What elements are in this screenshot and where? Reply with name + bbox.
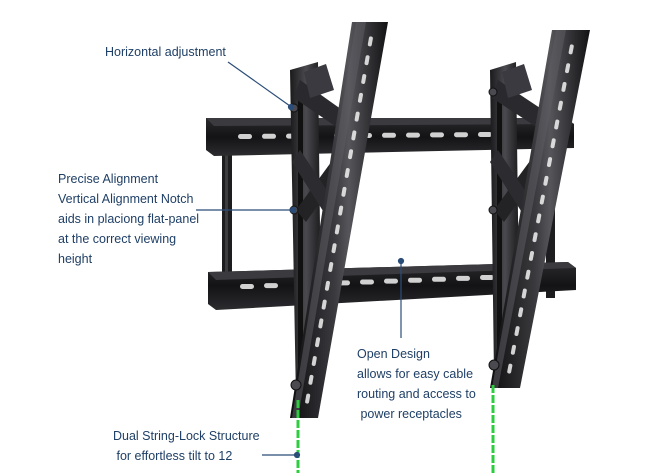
mount-slot xyxy=(344,168,350,178)
callout-line: allows for easy cable xyxy=(357,367,474,381)
leader-lines xyxy=(196,61,405,459)
mount-slot xyxy=(456,275,470,281)
callout-line: Open Design xyxy=(357,347,430,361)
bolt xyxy=(488,87,498,97)
right-rail-slots xyxy=(507,44,574,374)
callout-line: Horizontal adjustment xyxy=(105,45,226,59)
callout-string-lock: Dual String-Lock Structure for effortles… xyxy=(113,426,260,466)
callout-line: routing and access to xyxy=(357,387,476,401)
callout-alignment-notch: Precise Alignment Vertical Alignment Not… xyxy=(58,169,199,269)
bolt xyxy=(488,359,500,371)
mount-slot xyxy=(454,132,468,138)
mount-slot xyxy=(311,356,317,366)
mount-slot xyxy=(510,344,516,355)
mount-slot xyxy=(568,44,574,55)
mount-slot xyxy=(550,138,556,149)
mount-slot xyxy=(364,55,370,66)
callout-line: at the correct viewing xyxy=(58,232,177,246)
mount-slot xyxy=(321,299,327,310)
left-rail-slots xyxy=(305,36,373,404)
mount-slot xyxy=(341,186,347,197)
mount-slot xyxy=(521,288,527,299)
mount-slot xyxy=(430,132,444,138)
mount-slot xyxy=(305,393,311,404)
mount-slot xyxy=(528,250,535,261)
mount-slot xyxy=(324,280,330,291)
callout-open-design: Open Design allows for easy cable routin… xyxy=(357,344,476,424)
right-bracket xyxy=(490,30,590,388)
mount-slot xyxy=(361,74,367,84)
mount-slot xyxy=(408,277,422,283)
left-bracket xyxy=(290,22,388,418)
mount-slot xyxy=(507,363,513,374)
pull-strings xyxy=(296,385,495,473)
mount-slot xyxy=(238,134,252,139)
mount-slot xyxy=(565,63,571,74)
mount-slot xyxy=(532,232,538,243)
mount-slot xyxy=(367,36,373,47)
mount-slot xyxy=(331,243,337,254)
mount-slot xyxy=(546,157,553,168)
mount-slot xyxy=(554,119,560,130)
callout-line: aids in placiong flat-panel xyxy=(58,212,200,226)
callout-line: Dual String-Lock Structure xyxy=(113,429,260,443)
mount-slot xyxy=(432,276,446,282)
mount-slot xyxy=(384,278,398,284)
mount-slot xyxy=(328,262,334,272)
mount-slot xyxy=(406,132,420,138)
callout-line: for effortless tilt to 12 xyxy=(113,449,233,463)
mount-slot xyxy=(518,307,524,318)
callout-line: height xyxy=(58,252,93,266)
mount-slot xyxy=(240,284,254,289)
mount-slot xyxy=(262,133,276,139)
mount-slot xyxy=(318,318,324,329)
bolt xyxy=(488,205,498,215)
mount-slot xyxy=(557,100,563,111)
mount-slot xyxy=(539,194,545,205)
callout-line: Vertical Alignment Notch xyxy=(58,192,194,206)
bolt xyxy=(290,379,302,391)
mount-slot xyxy=(478,132,492,137)
mount-slot xyxy=(525,269,531,280)
callout-horizontal-adjustment: Horizontal adjustment xyxy=(105,42,226,62)
bottom-rail-slots xyxy=(240,275,494,289)
mount-slot xyxy=(348,149,354,160)
right-tilt-linkage xyxy=(492,80,546,128)
leader-horizontal-adjustment xyxy=(227,61,291,107)
callout-line: power receptacles xyxy=(357,407,462,421)
mount-slot xyxy=(338,205,344,216)
mount-slot xyxy=(315,337,321,348)
mount-slot xyxy=(357,92,363,103)
mount-slot xyxy=(264,283,278,289)
mount-slot xyxy=(308,374,314,385)
mount-slot xyxy=(514,326,520,337)
mount-slot xyxy=(561,81,567,92)
mount-slot xyxy=(480,275,494,280)
mount-slot xyxy=(382,132,396,138)
callout-line: Precise Alignment xyxy=(58,172,159,186)
mount-slot xyxy=(351,130,357,141)
left-tilt-linkage xyxy=(294,80,345,128)
mount-slot xyxy=(543,175,549,186)
mount-slot xyxy=(354,111,360,122)
mount-slot xyxy=(360,279,374,285)
mount-slot xyxy=(536,213,542,224)
mount-slot xyxy=(334,224,340,235)
